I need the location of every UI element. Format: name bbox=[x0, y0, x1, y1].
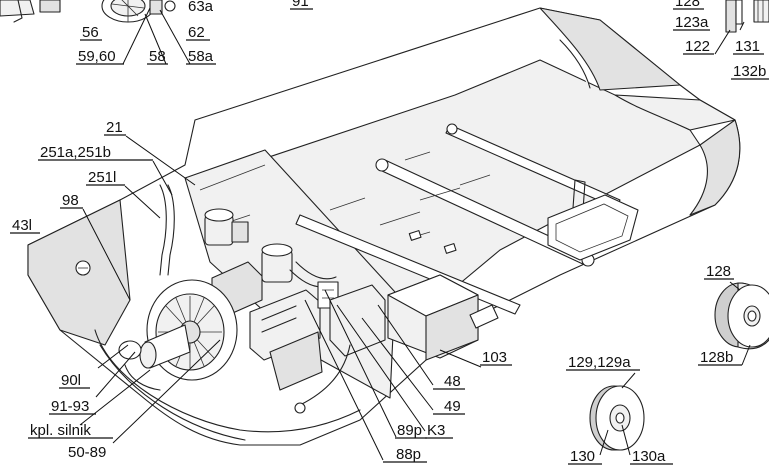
label-63a: 63a bbox=[188, 0, 214, 15]
label-130a: 130a bbox=[632, 448, 666, 465]
label-50-89: 50-89 bbox=[68, 444, 106, 461]
label-88p: 88p bbox=[396, 446, 421, 463]
label-128: 128 bbox=[706, 263, 731, 280]
label-132b: 132b bbox=[733, 63, 766, 80]
motor-assembly bbox=[118, 184, 386, 414]
leader-lines bbox=[79, 7, 751, 461]
label-21: 21 bbox=[106, 119, 123, 136]
label-58: 58 bbox=[149, 48, 166, 65]
label-103: 103 bbox=[482, 349, 507, 366]
top-left-partial-parts bbox=[0, 0, 176, 23]
label-131: 131 bbox=[735, 38, 760, 55]
label-98: 98 bbox=[62, 192, 79, 209]
label-91: 91 bbox=[292, 0, 309, 10]
callout-labels: 63a 56 62 59,60 58 58a 91 128 123a 122 1… bbox=[10, 0, 769, 465]
label-122: 122 bbox=[685, 38, 710, 55]
top-right-partial-parts bbox=[725, 0, 769, 33]
label-59-60: 59,60 bbox=[78, 48, 116, 65]
label-kpl-silnik: kpl. silnik bbox=[30, 422, 91, 439]
label-56: 56 bbox=[82, 24, 99, 41]
wheel-128 bbox=[714, 282, 769, 350]
wheel-129-130 bbox=[589, 385, 645, 451]
label-91-93: 91-93 bbox=[51, 398, 89, 415]
label-43l: 43l bbox=[12, 217, 32, 234]
label-128-top: 128 bbox=[675, 0, 700, 10]
label-k3: K3 bbox=[427, 422, 445, 439]
label-49: 49 bbox=[444, 398, 461, 415]
label-90l: 90l bbox=[61, 372, 81, 389]
label-251a-251b: 251a,251b bbox=[40, 144, 111, 161]
label-62: 62 bbox=[188, 24, 205, 41]
label-123a: 123a bbox=[675, 14, 709, 31]
label-251l: 251l bbox=[88, 169, 116, 186]
label-128b: 128b bbox=[700, 349, 733, 366]
label-130: 130 bbox=[570, 448, 595, 465]
label-58a: 58a bbox=[188, 48, 214, 65]
label-48: 48 bbox=[444, 373, 461, 390]
label-89p: 89p bbox=[397, 422, 422, 439]
label-129-129a: 129,129a bbox=[568, 354, 631, 371]
